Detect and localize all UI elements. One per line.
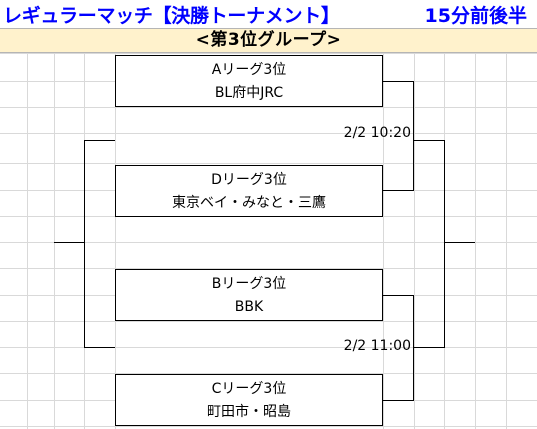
bracket-line bbox=[84, 140, 85, 348]
group-title: <第3位グループ> bbox=[195, 30, 342, 50]
team-name: 町田市・昭島 bbox=[207, 404, 291, 420]
gridline bbox=[0, 133, 537, 134]
bracket-line bbox=[54, 242, 85, 243]
team-name: 東京ベイ・みなと・三鷹 bbox=[172, 195, 326, 211]
bracket-line bbox=[444, 140, 445, 348]
gridline bbox=[0, 107, 537, 108]
bracket-line bbox=[444, 242, 475, 243]
sheet-header: レギュラーマッチ【決勝トーナメント】 15分前後半 bbox=[0, 0, 537, 29]
group-bar: <第3位グループ> bbox=[0, 29, 537, 53]
bracket-line bbox=[383, 295, 414, 296]
match-time-1: 2/2 10:20 bbox=[343, 125, 411, 141]
bracket-line bbox=[383, 400, 414, 401]
gridline bbox=[0, 268, 537, 269]
gridline bbox=[0, 373, 537, 374]
team-box-c[interactable]: Cリーグ3位 町田市・昭島 bbox=[115, 374, 383, 426]
bracket-line bbox=[413, 347, 444, 348]
team-box-a[interactable]: Aリーグ3位 BL府中JRC bbox=[115, 55, 383, 107]
gridline bbox=[0, 426, 537, 427]
gridline bbox=[414, 53, 415, 429]
team-league-label: Bリーグ3位 bbox=[211, 276, 287, 292]
team-name: BL府中JRC bbox=[214, 85, 284, 101]
bracket-line bbox=[413, 140, 444, 141]
gridline bbox=[54, 53, 55, 429]
bracket-line bbox=[413, 81, 414, 191]
team-box-d[interactable]: Dリーグ3位 東京ベイ・みなと・三鷹 bbox=[115, 165, 383, 217]
gridline bbox=[0, 347, 537, 348]
team-box-b[interactable]: Bリーグ3位 BBK bbox=[115, 269, 383, 321]
tournament-title: レギュラーマッチ【決勝トーナメント】 bbox=[3, 5, 340, 27]
gridline bbox=[0, 242, 537, 243]
gridline bbox=[506, 53, 507, 429]
team-league-label: Aリーグ3位 bbox=[211, 62, 287, 78]
gridline bbox=[475, 53, 476, 429]
gridline bbox=[0, 53, 537, 54]
team-league-label: Dリーグ3位 bbox=[211, 172, 287, 188]
match-time-2: 2/2 11:00 bbox=[343, 338, 411, 354]
gridline bbox=[383, 53, 384, 429]
team-league-label: Cリーグ3位 bbox=[211, 381, 287, 397]
bracket-line bbox=[383, 81, 414, 82]
team-name: BBK bbox=[234, 299, 264, 315]
match-duration-label: 15分前後半 bbox=[424, 5, 527, 27]
gridline bbox=[0, 321, 537, 322]
gridline bbox=[115, 53, 116, 429]
bracket-line bbox=[383, 190, 414, 191]
bracket-line bbox=[84, 347, 115, 348]
gridline bbox=[0, 163, 537, 164]
gridline bbox=[27, 53, 28, 429]
bracket-line bbox=[84, 140, 115, 141]
